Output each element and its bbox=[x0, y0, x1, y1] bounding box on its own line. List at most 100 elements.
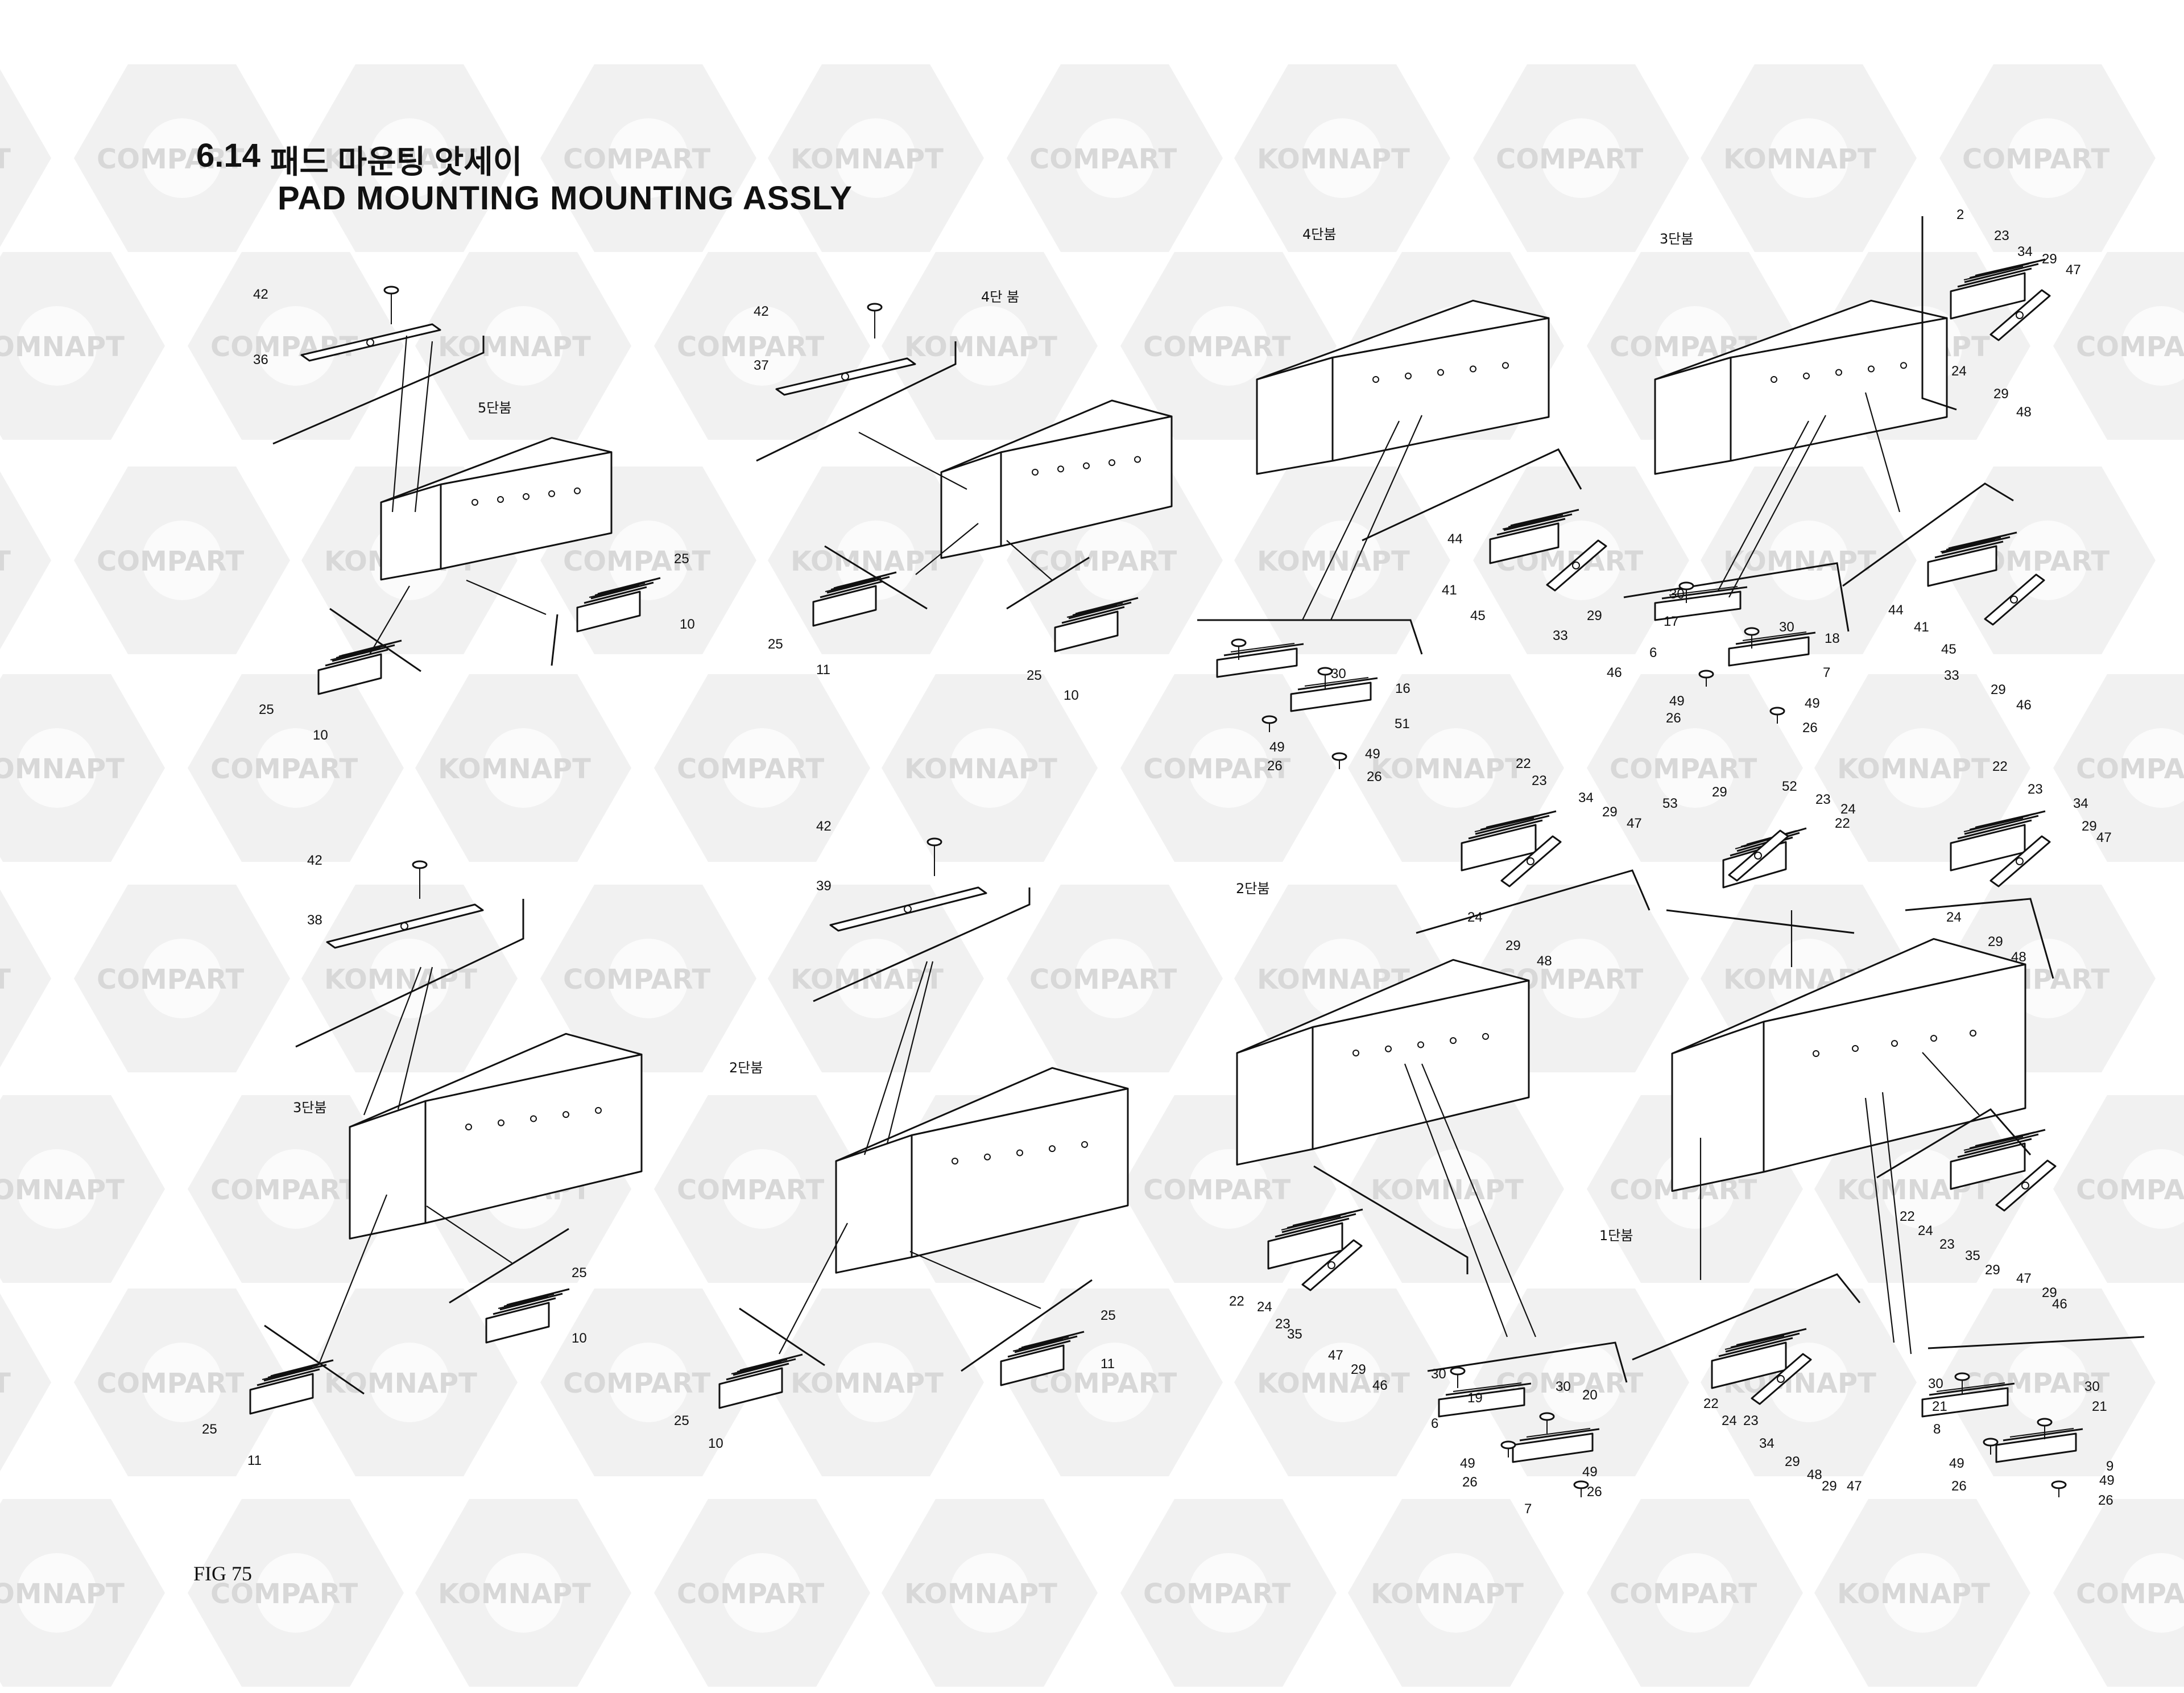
part-callout: 45 bbox=[1941, 642, 1956, 657]
watermark-text: COMPART bbox=[1143, 1578, 1291, 1610]
watermark-tile: KOMNAPT bbox=[882, 1499, 1098, 1687]
watermark-tile: KOMNAPT bbox=[1701, 1289, 1917, 1476]
part-callout: 47 bbox=[2066, 262, 2081, 278]
detail-frame bbox=[1416, 869, 1651, 934]
watermark-text: KOMNAPT bbox=[791, 143, 944, 175]
boom-section-3b bbox=[1654, 299, 1948, 475]
leader-line bbox=[1421, 1063, 1537, 1337]
watermark-text: COMPART bbox=[210, 753, 358, 785]
part-callout: 29 bbox=[1988, 934, 2003, 949]
pad-assembly-41 bbox=[1489, 509, 1579, 564]
part-callout: 41 bbox=[1442, 583, 1457, 598]
watermark-tile: KOMNAPT bbox=[415, 252, 631, 440]
part-callout: 42 bbox=[307, 853, 322, 868]
watermark-tile: KOMNAPT bbox=[768, 1289, 984, 1476]
part-callout: 30 bbox=[2084, 1379, 2100, 1394]
part-callout: 25 bbox=[202, 1422, 217, 1437]
watermark-text: KOMNAPT bbox=[1257, 546, 1410, 577]
part-callout: 21 bbox=[1932, 1399, 1947, 1414]
detail-frame bbox=[272, 336, 485, 445]
part-callout: 46 bbox=[1372, 1378, 1388, 1393]
watermark-text: KOMNAPT bbox=[1371, 1174, 1524, 1206]
watermark-tile: COMPART bbox=[188, 252, 404, 440]
screw-42 bbox=[412, 860, 428, 899]
part-callout: 34 bbox=[2073, 796, 2088, 811]
watermark-tile: KOMNAPT bbox=[1234, 64, 1450, 252]
boom-section-2b bbox=[1236, 959, 1530, 1166]
watermark-text: COMPART bbox=[97, 546, 245, 577]
part-callout: 20 bbox=[1582, 1388, 1598, 1403]
bolt-26 bbox=[1500, 1440, 1516, 1457]
boom-section-label: 2단붐 bbox=[729, 1060, 763, 1076]
part-callout: 24 bbox=[1918, 1223, 1933, 1238]
watermark-text: COMPART bbox=[1610, 753, 1757, 785]
watermark-tile: KOMNAPT bbox=[768, 64, 984, 252]
part-callout: 23 bbox=[1743, 1413, 1759, 1428]
watermark-tile: COMPART bbox=[1120, 674, 1337, 862]
part-callout: 51 bbox=[1395, 716, 1410, 732]
part-callout: 47 bbox=[1847, 1479, 1862, 1494]
watermark-text: KOMNAPT bbox=[324, 964, 477, 996]
pad-block-10c bbox=[1054, 597, 1139, 653]
watermark-tile: COMPART bbox=[540, 885, 756, 1072]
part-callout: 26 bbox=[1666, 711, 1681, 726]
screw-30 bbox=[1317, 667, 1333, 688]
screw-30 bbox=[1954, 1372, 1970, 1394]
detail-frame bbox=[264, 1324, 365, 1395]
watermark-tile: KOMNAPT bbox=[1701, 466, 1917, 654]
part-callout: 49 bbox=[1669, 693, 1685, 709]
part-callout: 21 bbox=[2092, 1399, 2107, 1414]
part-callout: 47 bbox=[2096, 830, 2112, 845]
part-callout: 47 bbox=[1627, 816, 1642, 831]
part-callout: 24 bbox=[1467, 910, 1483, 925]
bolt-26 bbox=[1261, 715, 1277, 732]
part-callout: 25 bbox=[674, 1413, 689, 1428]
watermark-tile: COMPART bbox=[1007, 64, 1223, 252]
boom-section-5 bbox=[380, 437, 613, 581]
watermark-tile: COMPART bbox=[2053, 252, 2184, 440]
watermark-text: KOMNAPT bbox=[0, 331, 125, 363]
part-callout: 22 bbox=[1992, 759, 2008, 774]
detail-frame bbox=[1427, 1341, 1628, 1383]
leader-line bbox=[397, 967, 433, 1110]
screw-30 bbox=[1539, 1412, 1555, 1434]
watermark-text: COMPART bbox=[1029, 546, 1177, 577]
watermark-text: KOMNAPT bbox=[0, 546, 11, 577]
part-callout: 29 bbox=[1351, 1362, 1366, 1377]
leader-line bbox=[1881, 1092, 1912, 1355]
watermark-text: COMPART bbox=[2076, 1578, 2184, 1610]
watermark-tile: KOMNAPT bbox=[0, 69, 51, 247]
part-callout: 36 bbox=[253, 352, 268, 367]
section-title-english: PAD MOUNTING MOUNTING ASSLY bbox=[278, 180, 853, 217]
watermark-tile: KOMNAPT bbox=[0, 1499, 165, 1687]
part-callout: 26 bbox=[2098, 1493, 2113, 1508]
watermark-text: COMPART bbox=[1029, 1368, 1177, 1399]
part-callout: 9 bbox=[2106, 1459, 2113, 1474]
watermark-text: KOMNAPT bbox=[791, 1368, 944, 1399]
part-callout: 10 bbox=[572, 1331, 587, 1346]
watermark-text: COMPART bbox=[1496, 143, 1644, 175]
part-callout: 30 bbox=[1556, 1379, 1571, 1394]
part-callout: 48 bbox=[1537, 953, 1552, 969]
boom-section-label: 4단붐 bbox=[1302, 226, 1336, 242]
part-callout: 29 bbox=[2042, 1285, 2057, 1300]
watermark-text: KOMNAPT bbox=[0, 1578, 125, 1610]
watermark-text: KOMNAPT bbox=[0, 753, 125, 785]
detail-frame bbox=[1927, 1336, 2145, 1349]
part-callout: 44 bbox=[1888, 602, 1904, 618]
watermark-text: KOMNAPT bbox=[438, 753, 591, 785]
part-callout: 23 bbox=[1939, 1237, 1955, 1252]
pad-block-11b bbox=[249, 1359, 334, 1415]
boom-section-3 bbox=[349, 1033, 643, 1240]
part-callout: 30 bbox=[1331, 666, 1346, 682]
part-callout: 29 bbox=[1822, 1479, 1837, 1494]
part-callout: 24 bbox=[1946, 910, 1962, 925]
pad-bar-7 bbox=[1728, 631, 1816, 667]
part-callout: 11 bbox=[247, 1453, 262, 1468]
watermark-tile: COMPART bbox=[1473, 64, 1689, 252]
leader-line bbox=[1302, 420, 1400, 621]
